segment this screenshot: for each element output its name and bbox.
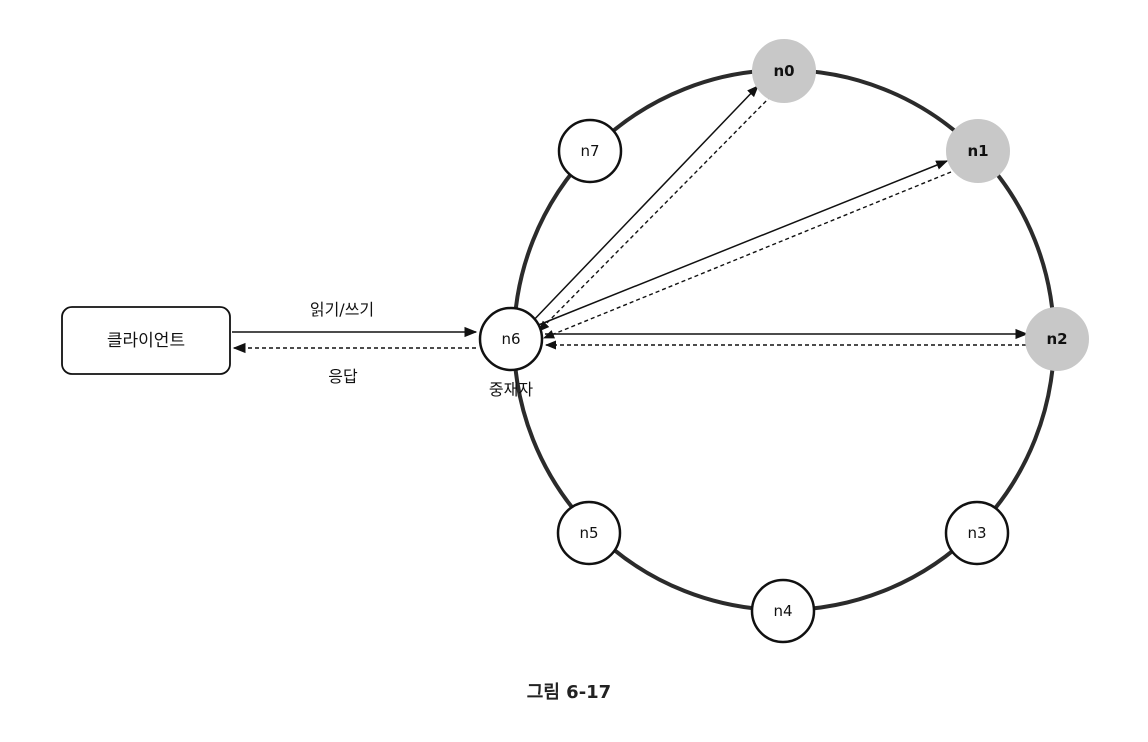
coordinator-label: 중재자 bbox=[489, 380, 533, 399]
response-label: 응답 bbox=[328, 367, 358, 386]
n0-to-n6-response bbox=[538, 95, 772, 332]
node-n2-label: n2 bbox=[1046, 330, 1067, 348]
n6-to-n0-request bbox=[528, 85, 759, 326]
node-n5-label: n5 bbox=[579, 524, 598, 542]
n6-to-n1-request bbox=[535, 160, 949, 327]
node-n7: n7 bbox=[557, 118, 623, 184]
node-n1-label: n1 bbox=[967, 142, 988, 160]
node-n6-label: n6 bbox=[501, 330, 520, 348]
node-n1: n1 bbox=[946, 119, 1010, 183]
node-n2: n2 bbox=[1025, 307, 1089, 371]
node-n0-label: n0 bbox=[773, 62, 794, 80]
node-n3-label: n3 bbox=[967, 524, 986, 542]
request-label: 읽기/쓰기 bbox=[310, 300, 374, 319]
client-box: 클라이언트 bbox=[61, 306, 231, 375]
node-n4-label: n4 bbox=[773, 602, 792, 620]
figure-caption: 그림 6-17 bbox=[527, 682, 611, 703]
node-n5: n5 bbox=[556, 500, 622, 566]
client-label: 클라이언트 bbox=[107, 331, 185, 351]
node-n3: n3 bbox=[944, 500, 1010, 566]
node-n0: n0 bbox=[752, 39, 816, 103]
n1-to-n6-response bbox=[542, 171, 952, 339]
node-n6: n6 bbox=[478, 306, 544, 372]
node-n4: n4 bbox=[750, 578, 816, 644]
node-n7-label: n7 bbox=[580, 142, 599, 160]
